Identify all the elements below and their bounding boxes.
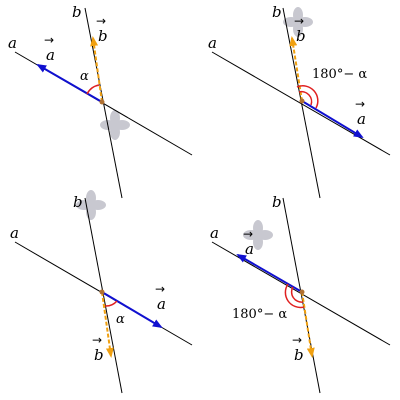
vec-a-label: a xyxy=(245,240,254,258)
vec-a-arrow-glyph: → xyxy=(355,97,365,111)
line-b-label: b xyxy=(73,193,83,211)
vec-b-label: b xyxy=(98,27,108,45)
vec-b-arrow-glyph: → xyxy=(294,14,304,28)
vec-a-label: a xyxy=(46,46,55,64)
vector-a-arrow xyxy=(301,100,364,139)
intersection-point xyxy=(299,98,305,104)
vector-b-arrow xyxy=(301,291,315,358)
vec-a-arrow-glyph: → xyxy=(44,33,54,47)
angle-arc-outer xyxy=(296,85,319,109)
vector-b-arrow xyxy=(90,36,103,103)
vec-b-label: b xyxy=(294,346,304,364)
angle-label: 180°− α xyxy=(232,307,287,322)
angle-arc-inner xyxy=(298,90,313,106)
angle-arc xyxy=(86,84,100,95)
intersection-point xyxy=(299,289,305,295)
vec-b-arrow-glyph: → xyxy=(92,333,102,347)
line-a-label: a xyxy=(210,224,219,242)
angle-label: 180°− α xyxy=(312,67,367,82)
vec-a-arrow-glyph: → xyxy=(155,282,165,296)
watermark-flower-icon xyxy=(100,110,130,140)
vector-a-arrow xyxy=(36,63,103,103)
line-a-label: a xyxy=(10,224,19,242)
line-b-label: b xyxy=(72,3,82,21)
line-b-label: b xyxy=(272,3,282,21)
vec-b-arrow-glyph: → xyxy=(292,333,302,347)
angle-arc xyxy=(104,300,118,307)
panel-bottom-right: a b → a → b 180°− α xyxy=(210,193,391,394)
panel-top-left: a b → a → b α xyxy=(8,3,193,199)
panel-bottom-left: a b → a → b α xyxy=(10,190,193,394)
vector-b-arrow xyxy=(101,291,114,358)
vec-b-arrow-glyph: → xyxy=(96,14,106,28)
angle-arc-outer xyxy=(284,283,305,309)
intersection-point xyxy=(99,289,105,295)
vec-b-label: b xyxy=(296,27,306,45)
vec-a-arrow-glyph: → xyxy=(243,227,253,241)
angle-label: α xyxy=(80,69,89,84)
line-a-label: a xyxy=(8,34,17,52)
intersection-point xyxy=(99,99,105,105)
vec-a-label: a xyxy=(157,295,166,313)
vec-b-label: b xyxy=(94,346,104,364)
vector-b-arrow xyxy=(289,36,303,102)
vec-a-label: a xyxy=(357,110,366,128)
vector-a-arrow xyxy=(236,253,303,293)
vector-a-arrow xyxy=(101,291,163,329)
line-b-label: b xyxy=(272,193,282,211)
angle-arc-inner xyxy=(290,286,304,303)
angle-label: α xyxy=(116,312,125,327)
line-b xyxy=(282,197,321,394)
panel-top-right: a b → a → b 180°− α xyxy=(208,3,391,199)
line-a-label: a xyxy=(208,34,217,52)
